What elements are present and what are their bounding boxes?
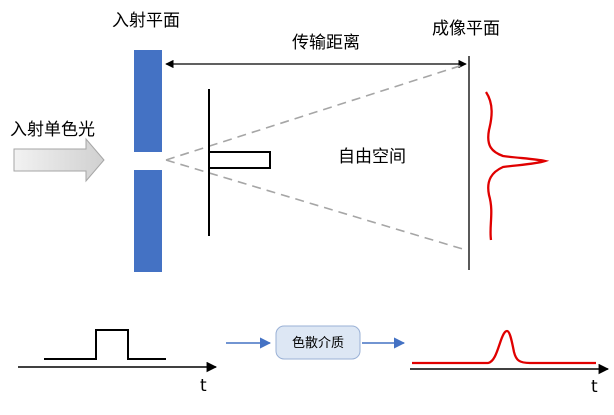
entrance-plane-label: 入射平面: [112, 11, 180, 31]
transmission-distance-label: 传输距离: [292, 33, 360, 53]
time-axis-right-label: t: [591, 377, 598, 397]
block-arrow-right-icon: [13, 137, 105, 183]
input-pulse: [44, 329, 166, 360]
dispersive-medium-box: [275, 325, 361, 360]
time-axis-left-label: t: [200, 376, 207, 396]
entrance-plane-lower: [134, 170, 162, 272]
dispersive-medium-label: 色散介质: [292, 335, 344, 351]
imaging-intensity-profile: [485, 91, 550, 241]
free-space-label: 自由空间: [338, 147, 406, 167]
entrance-plane-upper: [134, 50, 162, 152]
incident-light-label: 入射单色光: [10, 120, 95, 140]
beam-lower-edge: [165, 159, 467, 251]
intermediate-profile: [209, 151, 271, 169]
imaging-plane-label: 成像平面: [432, 19, 500, 39]
beam-upper-edge: [165, 63, 467, 161]
output-pulse: [412, 329, 596, 365]
